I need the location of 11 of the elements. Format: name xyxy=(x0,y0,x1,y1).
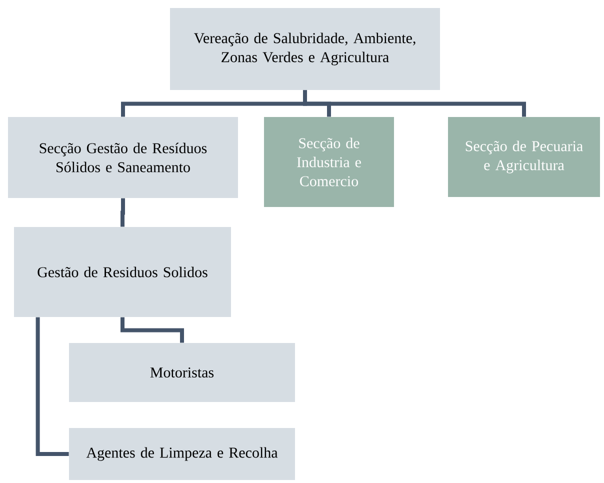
connector-line xyxy=(303,90,526,117)
connector-line xyxy=(36,317,69,456)
connector-line xyxy=(120,198,125,227)
org-box: Agentes de Limpeza e Recolha xyxy=(69,428,295,480)
connector-line xyxy=(120,317,184,343)
org-box: Motoristas xyxy=(69,343,295,402)
org-box: Secção Gestão de Resíduos Sólidos e Saneamento xyxy=(8,117,238,198)
org-box: Vereação de Salubridade, Ambiente, Zonas Verdes e Agricultura xyxy=(170,8,440,90)
section-box: Secção de Industria e Comercio xyxy=(264,117,394,207)
org-box: Gestão de Residuos Solidos xyxy=(14,227,231,317)
section-box: Secção de Pecuaria e Agricultura xyxy=(448,117,600,197)
